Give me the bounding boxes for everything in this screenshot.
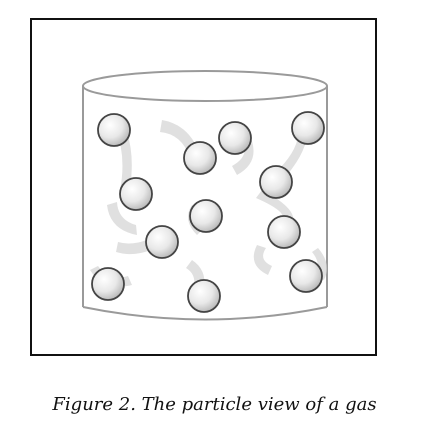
gas-particle — [119, 177, 153, 211]
figure-caption: Figure 2. The particle view of a gas — [52, 394, 377, 415]
gas-particle — [289, 259, 323, 293]
motion-trail — [253, 245, 272, 275]
gas-particle — [97, 113, 131, 147]
gas-container-diagram — [82, 70, 328, 321]
gas-particle — [145, 225, 179, 259]
cylinder-container — [82, 70, 328, 321]
gas-particle — [291, 111, 325, 145]
gas-particle — [187, 279, 221, 313]
gas-particle — [183, 141, 217, 175]
gas-particle — [267, 215, 301, 249]
cylinder-top-rim — [82, 70, 328, 102]
gas-particle — [259, 165, 293, 199]
gas-particle — [218, 121, 252, 155]
figure-frame — [30, 18, 377, 356]
motion-trail — [107, 202, 137, 235]
gas-particle — [189, 199, 223, 233]
gas-particle — [91, 267, 125, 301]
gas-particles — [91, 111, 325, 313]
motion-trail — [312, 248, 327, 280]
cylinder-bottom — [82, 306, 328, 321]
